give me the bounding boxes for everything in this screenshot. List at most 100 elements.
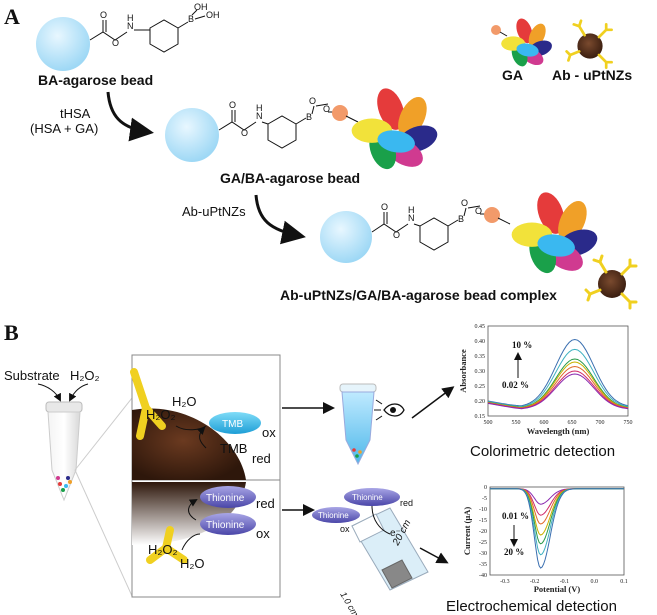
h2o2-bottom-label: H₂O₂ xyxy=(148,542,178,557)
electrochemical-title: Electrochemical detection xyxy=(446,598,617,615)
ester-oxygen: O xyxy=(112,38,119,48)
current-y-tick: -35 xyxy=(479,562,487,568)
current-plot-frame xyxy=(489,486,625,576)
step2-arrow xyxy=(254,194,306,245)
step1-structure: O O N H B OH OH xyxy=(36,2,220,71)
boronic-oh-right: OH xyxy=(206,10,220,20)
current-y-tick: -25 xyxy=(479,540,487,546)
current-x-tick: -0.3 xyxy=(500,579,510,585)
step2-structure: O O N H B O O xyxy=(165,84,441,173)
tmb-red-label: TMB xyxy=(220,441,247,456)
thionine-small-red-label: Thionine xyxy=(352,493,383,502)
absorbance-x-tick: 650 xyxy=(568,420,577,426)
absorbance-x-tick: 750 xyxy=(624,420,633,426)
tmb-ox-ellipse xyxy=(209,412,261,434)
carbonyl-oxygen-2: O xyxy=(229,100,236,110)
legend-ga-label: GA xyxy=(502,67,523,83)
h2o-bottom-label: H₂O xyxy=(180,556,205,571)
absorbance-y-tick: 0.45 xyxy=(475,324,486,330)
current-annotation-low: 20 % xyxy=(504,547,524,557)
current-y-tick: 0 xyxy=(484,485,487,491)
tmb-ox-label: TMB xyxy=(222,419,243,430)
current-x-tick: 0.0 xyxy=(590,579,598,585)
boronate-o-4: O xyxy=(475,206,482,216)
boron-atom: B xyxy=(188,14,194,24)
panel-a-letter: A xyxy=(4,4,20,29)
thionine-red-sub: red xyxy=(256,496,275,511)
absorbance-y-tick: 0.40 xyxy=(475,339,486,345)
arrow-to-colorimetric-chart xyxy=(411,386,455,419)
absorbance-y-tick: 0.20 xyxy=(475,399,486,405)
eye-icon xyxy=(374,399,405,421)
h2o-top-label: H₂O xyxy=(172,394,197,409)
carbonyl-oxygen-3: O xyxy=(381,202,388,212)
colorimetric-title: Colorimetric detection xyxy=(470,443,615,460)
current-x-tick: -0.1 xyxy=(560,579,570,585)
reagent1-line1: tHSA xyxy=(60,106,91,121)
legend-ga-ball xyxy=(491,25,501,35)
ga-orange-ball xyxy=(332,105,348,121)
antibody-bottom xyxy=(146,526,188,564)
current-y-tick: -40 xyxy=(479,573,487,579)
thionine-small-ox-sub: ox xyxy=(340,524,350,534)
thionine-red-label: Thionine xyxy=(206,493,245,504)
thionine-ox-label: Thionine xyxy=(206,520,245,531)
absorbance-series-line xyxy=(487,338,629,407)
nh-hydrogen-3: H xyxy=(408,205,415,215)
current-y-tick: -15 xyxy=(479,518,487,524)
step1-label: BA-agarose bead xyxy=(38,72,153,88)
h2o2-top-label: H₂O₂ xyxy=(70,368,100,383)
absorbance-y-label: Absorbance xyxy=(458,349,468,393)
arrow-to-electrochemical-chart xyxy=(419,547,449,564)
antibody-top xyxy=(130,368,166,440)
benzene-ring-1 xyxy=(149,19,179,53)
current-y-tick: -20 xyxy=(479,529,487,535)
current-y-tick: -10 xyxy=(479,507,487,513)
thionine-ox-sub: ox xyxy=(256,526,270,541)
ga-cluster-2 xyxy=(351,84,441,173)
legend-ab-label: Ab - uPtNZs xyxy=(552,67,632,83)
absorbance-series-line xyxy=(487,348,629,407)
step3-label: Ab-uPtNZs/GA/BA-agarose bead complex xyxy=(280,287,557,303)
nh-hydrogen-2: H xyxy=(256,103,263,113)
reaction-tube xyxy=(45,401,83,502)
absorbance-plot-frame xyxy=(487,325,629,417)
current-x-tick: -0.2 xyxy=(530,579,540,585)
agarose-bead-1 xyxy=(36,17,90,71)
current-annotation-high: 0.01 % xyxy=(502,511,529,521)
boronic-oh-top: OH xyxy=(194,2,208,12)
nitrogen-atom-2: N xyxy=(256,111,263,121)
boronate-o-3: O xyxy=(461,198,468,208)
step3-structure: O O N H B O O xyxy=(320,188,638,310)
ga-cluster-3 xyxy=(511,188,601,277)
absorbance-y-tick: 0.25 xyxy=(475,384,486,390)
boronate-o-1: O xyxy=(309,96,316,106)
absorbance-annotation-high: 10 % xyxy=(512,340,532,350)
carbonyl-oxygen: O xyxy=(100,10,107,20)
thionine-small-red-ellipse xyxy=(344,488,400,506)
panel-b-letter: B xyxy=(4,320,19,345)
current-x-label: Potential (V) xyxy=(534,584,581,594)
substrate-label: Substrate xyxy=(4,368,60,383)
step1-arrow xyxy=(106,91,154,142)
nitrogen-atom: N xyxy=(127,21,134,31)
thionine-red-ellipse xyxy=(200,486,256,508)
legend-ab-icon xyxy=(565,19,613,69)
legend-ga-icon xyxy=(501,16,555,69)
reagent2-label: Ab-uPtNZs xyxy=(182,204,246,219)
absorbance-x-tick: 550 xyxy=(512,420,521,426)
thionine-small-ox-label: Thionine xyxy=(318,511,349,520)
electrode xyxy=(351,507,429,591)
benzene-ring-3 xyxy=(419,217,449,251)
electron-label: e⁻ xyxy=(390,528,401,539)
ab-uptnz-3 xyxy=(584,254,638,310)
absorbance-x-tick: 700 xyxy=(596,420,605,426)
nh-hydrogen: H xyxy=(127,13,134,23)
reagent1-line2: (HSA + GA) xyxy=(30,121,98,136)
boronate-o-2: O xyxy=(323,104,330,114)
absorbance-y-tick: 0.35 xyxy=(475,354,486,360)
legend: GA Ab - uPtNZs xyxy=(491,16,632,83)
